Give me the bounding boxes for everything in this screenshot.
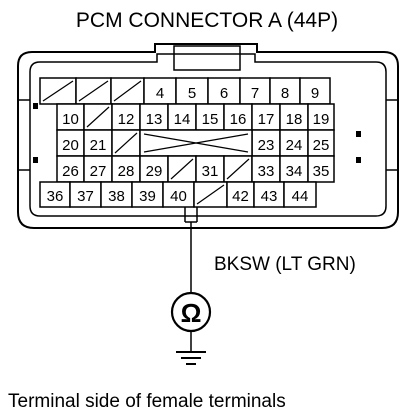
meter-symbol: Ω — [181, 298, 202, 328]
terminal-number: 25 — [313, 137, 330, 154]
terminal-cell — [269, 77, 301, 105]
terminal-number: 33 — [258, 163, 275, 180]
terminal-cell — [39, 181, 71, 208]
terminal-cell — [207, 77, 241, 105]
terminal-cell — [279, 129, 309, 157]
terminal-number: 8 — [281, 85, 289, 102]
terminal-number: 15 — [202, 111, 219, 128]
locking-tabs — [33, 103, 361, 163]
empty-cavity-mark — [226, 158, 250, 180]
terminal-number: 13 — [146, 111, 163, 128]
terminal-number: 42 — [232, 188, 249, 205]
wire-label: BKSW (LT GRN) — [214, 254, 356, 275]
terminal-number: 26 — [62, 163, 79, 180]
test-lead — [184, 207, 198, 352]
terminal-number: 4 — [156, 85, 164, 102]
terminal-number: 23 — [258, 137, 275, 154]
terminal-number: 6 — [220, 85, 228, 102]
ohmmeter-icon: Ω — [170, 291, 212, 333]
caption: Terminal side of female terminals — [8, 391, 286, 412]
empty-cavity-mark — [114, 132, 138, 154]
empty-cavity-mark — [86, 106, 110, 128]
terminal-grid: 4 5 6 7 8 9 10 12 13 14 15 16 17 18 19 20 21 23 24 25 26 27 28… — [39, 77, 335, 208]
empty-cavity-mark — [196, 184, 225, 205]
terminal-number: 34 — [286, 163, 303, 180]
terminal-number: 35 — [313, 163, 330, 180]
terminal-number: 36 — [47, 188, 64, 205]
terminal-cell — [307, 155, 335, 183]
terminal-number: 27 — [90, 163, 107, 180]
terminal-number: 44 — [292, 188, 309, 205]
terminal-cell — [56, 129, 85, 157]
blank-cross-line — [143, 133, 249, 153]
terminal-number: 29 — [146, 163, 163, 180]
terminal-number: 43 — [261, 188, 278, 205]
terminal-number: 31 — [202, 163, 219, 180]
terminal-number: 9 — [311, 85, 319, 102]
terminal-number: 12 — [118, 111, 135, 128]
terminal-cell — [56, 103, 85, 131]
terminal-number: 10 — [62, 111, 79, 128]
terminal-number: 19 — [313, 111, 330, 128]
terminal-number: 38 — [108, 188, 125, 205]
terminal-cell — [253, 181, 285, 208]
terminal-number: 20 — [62, 137, 79, 154]
terminal-number: 39 — [139, 188, 156, 205]
terminal-number: 37 — [77, 188, 94, 205]
terminal-cell — [307, 129, 335, 157]
terminal-cell — [226, 181, 255, 208]
empty-cavity-mark — [78, 80, 109, 102]
terminal-number: 40 — [170, 188, 187, 205]
terminal-cell-probe — [162, 181, 195, 208]
terminal-cell — [251, 155, 281, 183]
ground-icon — [176, 351, 206, 365]
terminal-cell — [251, 103, 281, 131]
terminal-number: 7 — [251, 85, 259, 102]
connector-housing — [17, 43, 399, 229]
diagram-title: PCM CONNECTOR A (44P) — [76, 9, 338, 32]
terminal-cell — [283, 181, 317, 208]
terminal-number: 21 — [90, 137, 107, 154]
empty-cavity-mark — [113, 80, 142, 102]
terminal-number: 5 — [188, 85, 196, 102]
terminal-cell — [69, 181, 102, 208]
terminal-number: 17 — [258, 111, 275, 128]
terminal-number: 14 — [174, 111, 191, 128]
empty-cavity-mark — [170, 158, 194, 180]
terminal-number: 16 — [230, 111, 247, 128]
empty-cavity-mark — [42, 80, 74, 102]
terminal-number: 18 — [286, 111, 303, 128]
terminal-number: 24 — [286, 137, 303, 154]
terminal-number: 28 — [118, 163, 135, 180]
